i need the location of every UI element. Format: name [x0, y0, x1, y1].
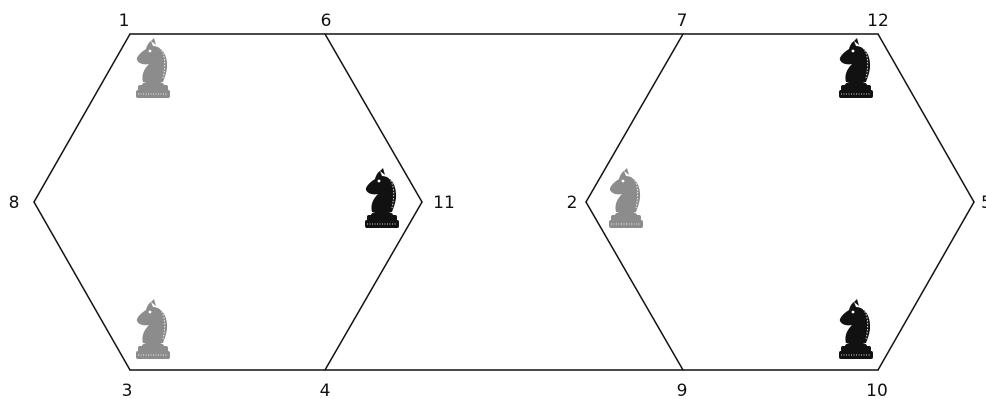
node-label-9: 9: [677, 381, 688, 399]
edge-3-8: [34, 202, 130, 370]
edges-layer: [34, 34, 974, 370]
node-label-7: 7: [677, 11, 688, 31]
node-label-12: 12: [867, 11, 889, 31]
node-label-10: 10: [866, 381, 888, 399]
edge-5-10: [878, 202, 974, 370]
edge-7-2: [586, 34, 683, 202]
edge-8-1: [34, 34, 130, 202]
node-label-1: 1: [119, 11, 130, 31]
white-knight-icon: [609, 168, 643, 228]
white-knight-icon: [136, 38, 170, 98]
node-label-4: 4: [320, 381, 331, 399]
node-label-8: 8: [9, 193, 20, 213]
node-label-11: 11: [433, 193, 455, 213]
edge-6-11: [325, 34, 422, 202]
node-label-5: 5: [981, 193, 986, 213]
node-label-2: 2: [567, 193, 578, 213]
white-knight-icon: [136, 299, 170, 359]
black-knight-icon: [839, 38, 873, 98]
node-label-6: 6: [321, 11, 332, 31]
edge-12-5: [878, 34, 974, 202]
black-knight-icon: [839, 299, 873, 359]
node-label-3: 3: [122, 381, 133, 399]
pieces-layer: [136, 38, 873, 359]
black-knight-icon: [365, 168, 399, 228]
